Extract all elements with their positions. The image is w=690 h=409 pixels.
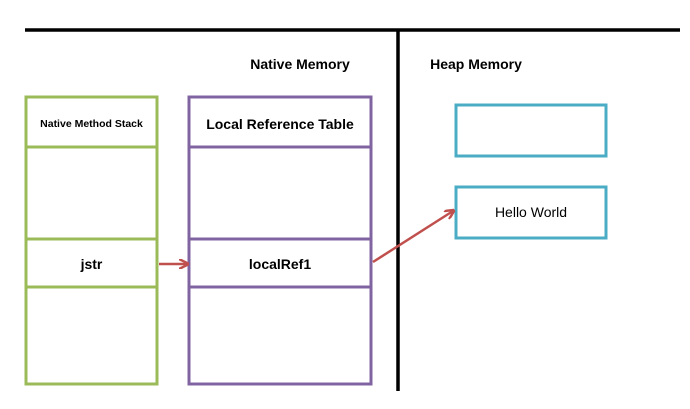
native-method-stack-title: Native Method Stack — [40, 118, 143, 130]
heap-memory-header: Heap Memory — [430, 56, 522, 72]
hello-world-label: Hello World — [495, 204, 567, 220]
native-memory-header: Native Memory — [250, 56, 350, 72]
local-reference-table: Local Reference Table localRef1 — [187, 95, 373, 386]
heap-object-hello-world: Hello World — [454, 185, 608, 240]
jstr-label: jstr — [80, 256, 103, 272]
localref1-label: localRef1 — [249, 256, 311, 272]
heap-object-empty — [454, 103, 608, 158]
native-method-stack: Native Method Stack jstr — [24, 95, 159, 386]
localref-to-hello-world-arrow — [372, 211, 453, 264]
local-reference-table-title: Local Reference Table — [206, 116, 354, 132]
